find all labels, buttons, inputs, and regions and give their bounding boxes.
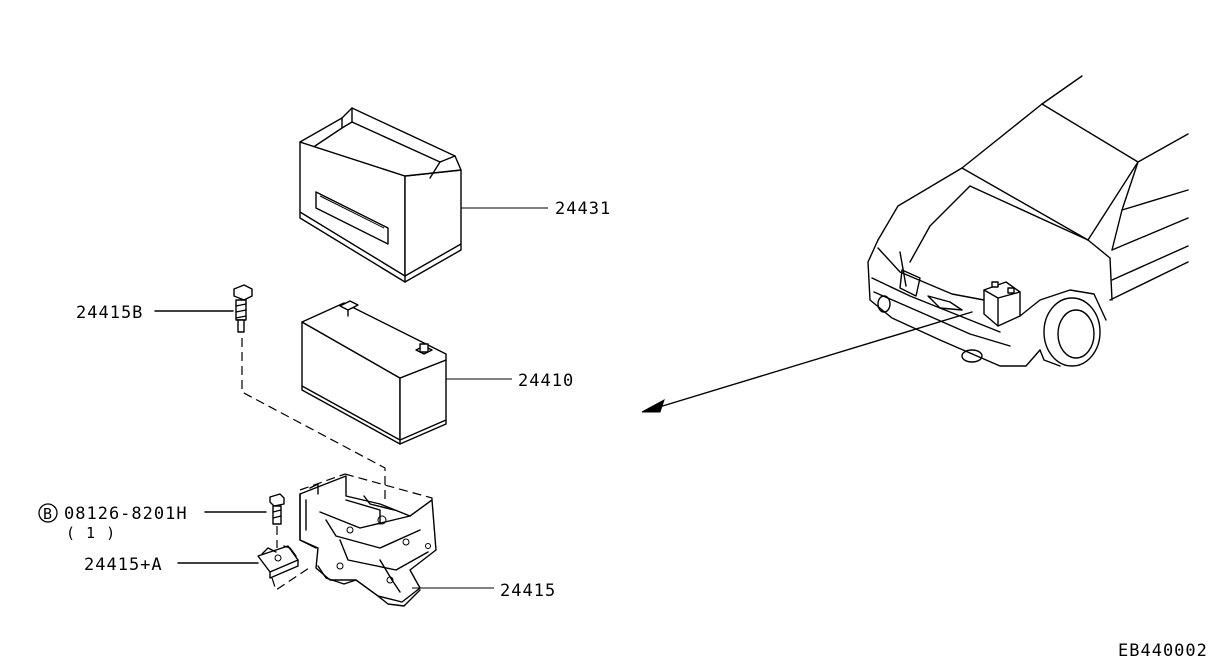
- callout-24415: 24415: [500, 581, 556, 601]
- bolt-code-symbol: B: [38, 503, 58, 523]
- callout-24415-a: 24415+A: [84, 555, 163, 575]
- battery-tray-illustration: [299, 473, 437, 607]
- battery-illustration: [301, 300, 447, 445]
- clamp-bolt-illustration: [233, 284, 253, 333]
- callout-bolt-qty: ( 1 ): [66, 524, 116, 542]
- callout-24415b: 24415B: [76, 303, 143, 323]
- callout-bolt-code: 08126-8201H: [64, 504, 188, 524]
- location-arrow: [641, 311, 973, 413]
- vehicle-location-illustration: [867, 75, 1189, 367]
- diagram-code: EB440002: [1118, 641, 1208, 661]
- callout-24410: 24410: [518, 371, 574, 391]
- support-clamp-illustration: [257, 545, 299, 579]
- callout-24431: 24431: [555, 199, 611, 219]
- mounting-bolt-illustration: [269, 493, 285, 525]
- bolt-code-symbol-letter: B: [43, 505, 53, 523]
- battery-cover-illustration: [299, 107, 462, 283]
